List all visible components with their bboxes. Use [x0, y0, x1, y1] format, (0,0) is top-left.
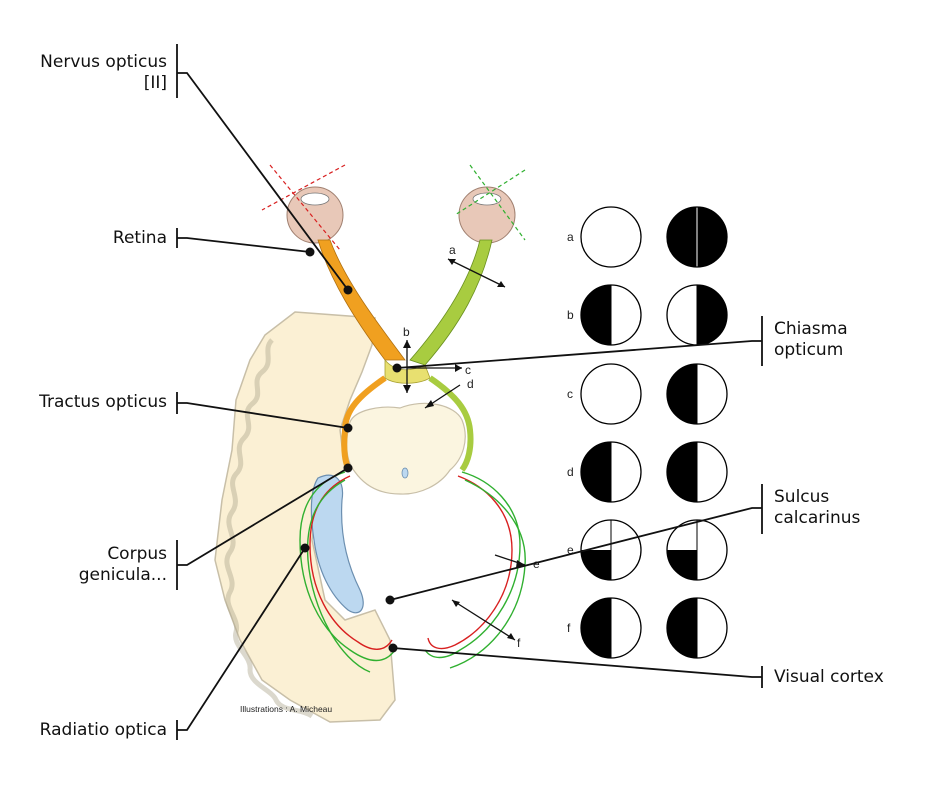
field-row-letter-f: f [567, 621, 571, 635]
visual-field-f-left-eye [580, 597, 642, 659]
visual-field-c-left-eye [580, 363, 642, 425]
leader-dots [300, 247, 402, 653]
lesion-arrows [406, 258, 526, 641]
leader-lines [177, 72, 762, 731]
label-visual-cortex: Visual cortex [774, 667, 884, 687]
visual-field-a-left-eye [580, 206, 642, 268]
label-corpus-line2: genicula... [78, 565, 167, 585]
leader-nervus-opticus [177, 72, 349, 291]
lesion-letter-b: b [403, 325, 410, 339]
illustration-credit: Illustrations : A. Micheau [240, 704, 332, 714]
leader-corpus-geniculatum [177, 467, 349, 566]
label-sulcus-line2: calcarinus [774, 508, 861, 528]
leader-chiasma-opticum [396, 340, 762, 369]
leader-visual-cortex [392, 647, 762, 678]
visual-field-d-right-eye [666, 441, 728, 503]
leader-retina [177, 237, 311, 253]
field-row-letter-a: a [567, 230, 574, 244]
arrow-f [451, 599, 516, 641]
arrow-heads [403, 259, 525, 640]
visual-field-b-left-eye [580, 284, 642, 346]
leader-sulcus-calcarinus [389, 507, 762, 601]
visual-field-f-right-eye [666, 597, 728, 659]
arrow-a [447, 258, 506, 288]
label-sulcus-calcarinus: Sulcus calcarinus [774, 487, 860, 529]
visual-field-e-right-eye [666, 519, 728, 581]
leader-radiatio-optica [177, 547, 306, 731]
label-radiatio-optica: Radiatio optica [39, 720, 167, 740]
label-nervus-opticus-line2: [II] [143, 73, 167, 93]
label-retina: Retina [112, 228, 167, 248]
label-corpus-line1: Corpus [107, 544, 167, 564]
lesion-letter-f: f [517, 636, 521, 650]
visual-field-e-left-eye [580, 519, 642, 581]
visual-field-grid: a b c d e f [567, 206, 728, 659]
lesion-letter-a: a [449, 243, 456, 257]
field-row-letter-c: c [567, 387, 573, 401]
label-nervus-opticus: Nervus opticus [II] [0, 52, 167, 94]
field-row-letter-b: b [567, 308, 574, 322]
lesion-letter-c: c [465, 363, 471, 377]
visual-field-d-left-eye [580, 441, 642, 503]
field-row-letter-d: d [567, 465, 574, 479]
left-eye [261, 164, 346, 251]
lesion-letter-d: d [467, 377, 474, 391]
label-chiasma-line1: Chiasma [774, 319, 848, 339]
label-sulcus-line1: Sulcus [774, 487, 830, 507]
label-chiasma-opticum: Chiasma opticum [774, 319, 848, 361]
visual-field-a-right-eye [666, 206, 728, 268]
leader-tractus-opticus [177, 402, 349, 429]
label-nervus-opticus-line1: Nervus opticus [40, 52, 167, 72]
visual-field-c-right-eye [666, 363, 728, 425]
right-eye [454, 164, 526, 244]
label-chiasma-line2: opticum [774, 340, 844, 360]
field-row-letter-e: e [567, 543, 574, 557]
label-brackets [176, 44, 763, 740]
lesion-letter-e: e [533, 557, 540, 571]
label-tractus-opticus: Tractus opticus [39, 392, 167, 412]
label-corpus-geniculatum: Corpus genicula... [0, 544, 167, 586]
